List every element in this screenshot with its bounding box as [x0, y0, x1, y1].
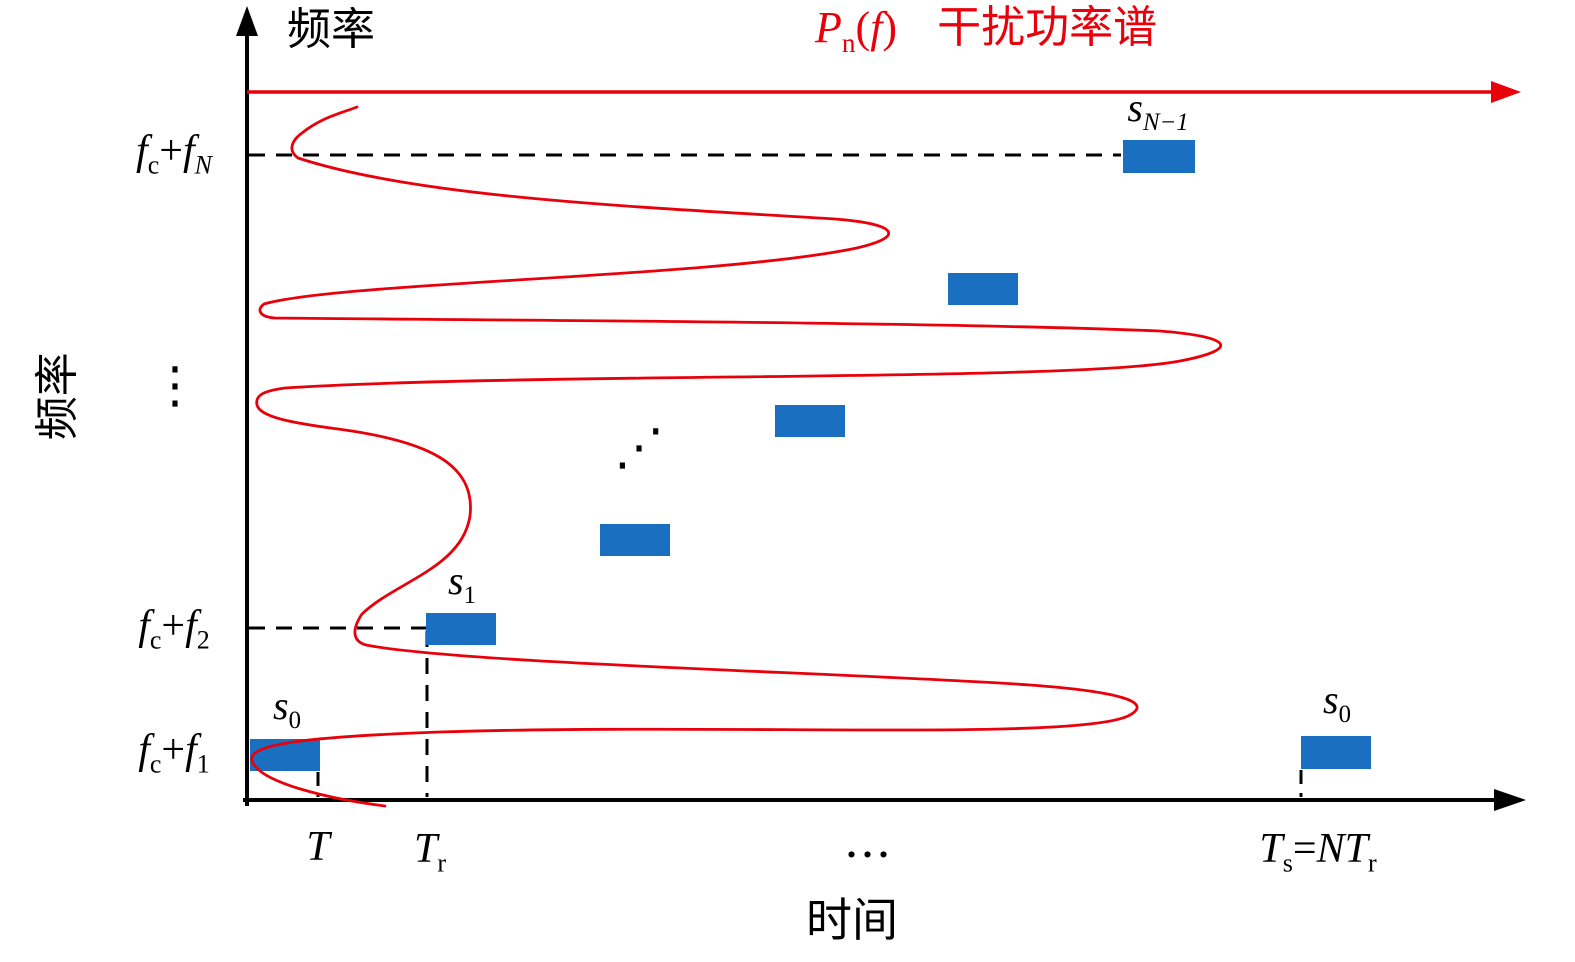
y-axis-arrowhead-icon	[236, 6, 258, 36]
pulse-3	[600, 524, 670, 556]
x-tick-Ts-T2: T	[1344, 826, 1368, 872]
y-tick-fc-f1-s1: c	[149, 749, 162, 779]
x-tick-Ts-equals: =	[1292, 826, 1317, 872]
spectrum-title-f: f	[870, 3, 883, 52]
pulse-diagonal-dots: ⋰	[614, 420, 664, 475]
spectrum-title: Pn(f) 干扰功率谱	[815, 3, 1158, 56]
pulse-label-sN-1-base: s	[1127, 85, 1143, 130]
y-tick-fc-f2-f2: f	[185, 603, 197, 649]
spectrum-axis-arrowhead-icon	[1491, 81, 1521, 103]
spectrum-title-open-paren: (	[855, 3, 871, 52]
x-axis-title: 时间	[762, 895, 942, 947]
y-axis-vertical-dots-text: ⋮	[150, 356, 200, 414]
pulse-label-s1-sub: 1	[463, 582, 476, 609]
y-axis-title-top: 频率	[287, 5, 375, 54]
y-tick-fc-fN: fc+fN	[105, 128, 243, 178]
y-axis-title-top-text: 频率	[287, 5, 375, 54]
y-tick-fc-f1: fc+f1	[105, 727, 243, 777]
pulse-s1	[426, 613, 496, 645]
spectrum-title-text: 干扰功率谱	[937, 3, 1158, 52]
pulse-s0-repeat	[1301, 736, 1371, 769]
y-tick-fc-f1-s2: 1	[196, 749, 210, 779]
pulse-label-s0-repeat-base: s	[1323, 677, 1339, 722]
pulse-sN-1	[1123, 140, 1195, 173]
x-tick-T-text: T	[306, 824, 330, 870]
x-tick-Tr-base: T	[413, 826, 438, 872]
y-tick-fc-f2-plus: +	[161, 603, 186, 649]
pulse-label-s0: s0	[252, 683, 322, 733]
y-tick-fc-fN-plus: +	[159, 128, 183, 174]
y-tick-fc-f2-f1: f	[138, 603, 150, 649]
x-tick-T: T	[293, 824, 343, 870]
x-axis-horizontal-dots-text: ...	[845, 812, 893, 869]
pulse-label-s0-base: s	[273, 683, 289, 728]
y-tick-fc-fN-s1: c	[147, 150, 160, 180]
pulse-4	[775, 405, 845, 437]
y-axis-title-side-text: 频率	[32, 352, 82, 441]
x-axis-horizontal-dots: ...	[845, 812, 893, 869]
spectrum-title-close-paren: )	[882, 3, 898, 52]
x-tick-Tr: Tr	[393, 826, 467, 876]
spectrum-title-n-sub: n	[841, 27, 856, 58]
pulse-5	[948, 273, 1018, 305]
pulse-label-s1-base: s	[448, 558, 464, 603]
y-tick-fc-fN-s2: N	[194, 150, 212, 180]
pulse-label-s0-repeat: s0	[1302, 677, 1372, 727]
x-tick-Tr-sub: r	[437, 848, 447, 878]
pulse-label-s0-repeat-sub: 0	[1338, 701, 1351, 728]
interference-spectrum-curve	[250, 105, 1223, 808]
pulse-label-sN-1-sub: N−1	[1142, 109, 1189, 136]
pulse-label-sN-1: sN−1	[1096, 85, 1220, 135]
y-tick-fc-f1-f1: f	[138, 727, 150, 773]
y-tick-fc-fN-f2: f	[182, 128, 195, 174]
pulse-diagonal-dots-text: ⋰	[614, 418, 664, 476]
x-tick-Ts-s2: r	[1367, 848, 1377, 878]
y-tick-fc-fN-f1: f	[136, 128, 148, 174]
spectrum-title-P: P	[815, 3, 842, 52]
y-axis-vertical-dots: ⋮	[150, 358, 200, 413]
y-axis-title-side: 频率	[32, 296, 82, 496]
y-tick-fc-f2-s2: 2	[196, 625, 210, 655]
y-tick-fc-f2: fc+f2	[105, 603, 243, 653]
x-tick-Ts-s1: s	[1282, 848, 1293, 878]
x-axis-title-text: 时间	[806, 895, 898, 946]
y-tick-fc-f1-plus: +	[161, 727, 186, 773]
x-axis-arrowhead-icon	[1494, 789, 1526, 811]
x-tick-Ts-N: N	[1316, 826, 1345, 872]
pulse-label-s1: s1	[427, 558, 497, 608]
x-tick-Ts-T1: T	[1259, 826, 1283, 872]
x-tick-Ts: Ts=NTr	[1200, 826, 1436, 876]
y-tick-fc-f1-f2: f	[185, 727, 197, 773]
y-tick-fc-f2-s1: c	[149, 625, 162, 655]
pulse-label-s0-sub: 0	[288, 707, 301, 734]
